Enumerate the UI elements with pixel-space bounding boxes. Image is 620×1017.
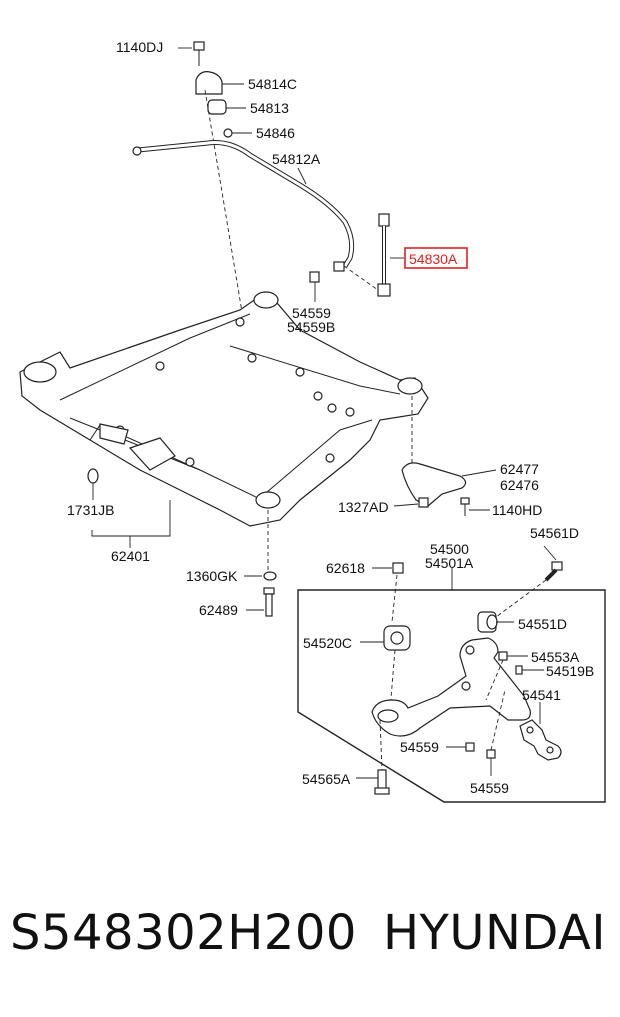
- label-54559b: 54559B: [287, 319, 335, 335]
- suspension-parts-diagram: 1140DJ 54814C 54813 54846 54812A 54830A …: [19, 39, 606, 803]
- bushing-54520c: [360, 625, 411, 711]
- lower-control-arm: [371, 637, 531, 737]
- label-1731jb: 1731JB: [67, 502, 114, 518]
- label-54551d: 54551D: [518, 616, 567, 632]
- label-54830a[interactable]: 54830A: [409, 251, 458, 267]
- label-54541: 54541: [522, 687, 561, 703]
- label-1140dj: 1140DJ: [116, 39, 163, 55]
- label-54812a: 54812A: [272, 151, 321, 167]
- stabilizer-bar: [132, 140, 355, 268]
- ball-joint-54541: [519, 702, 562, 761]
- footer: S548302H200 HYUNDAI: [0, 905, 620, 985]
- label-54561d: 54561D: [530, 525, 579, 541]
- stabilizer-bracket-stack: [178, 41, 252, 331]
- brand-name: HYUNDAI: [382, 905, 606, 961]
- nuts-54559-lower: [446, 689, 506, 776]
- subframe-mount-bolt: [244, 510, 277, 617]
- label-1360gk: 1360GK: [186, 568, 238, 584]
- label-54519b: 54519B: [546, 663, 594, 679]
- label-54559-low: 54559: [470, 780, 509, 796]
- lower-arm-assembly-frame: [297, 568, 606, 803]
- nut-62618: [372, 562, 404, 623]
- label-54500: 54500: [430, 541, 469, 557]
- label-54501a: 54501A: [425, 555, 474, 571]
- label-54813: 54813: [250, 100, 289, 116]
- label-54565a: 54565A: [302, 771, 351, 787]
- stabilizer-link: [309, 213, 404, 302]
- label-54553a: 54553A: [531, 649, 580, 665]
- bushing-54551d: [477, 545, 563, 633]
- grommet-1731jb: [87, 468, 99, 500]
- label-54559-mid: 54559: [400, 739, 439, 755]
- bolt-54565a: [356, 719, 390, 795]
- bolts-54553a-54519b: [485, 651, 544, 701]
- subframe-crossmember: [19, 291, 429, 548]
- label-62477: 62477: [500, 461, 539, 477]
- label-54814c: 54814C: [248, 76, 297, 92]
- label-1327ad: 1327AD: [338, 499, 389, 515]
- label-54846: 54846: [256, 125, 295, 141]
- label-54559-top: 54559: [292, 305, 331, 321]
- rear-mount-bracket: [393, 396, 497, 516]
- label-54520c: 54520C: [303, 635, 352, 651]
- highlight-box-54830a: [404, 247, 468, 269]
- label-1140hd: 1140HD: [492, 502, 542, 518]
- part-number: S548302H200: [10, 905, 357, 961]
- label-62618: 62618: [326, 560, 365, 576]
- label-62489: 62489: [199, 602, 238, 618]
- label-62476: 62476: [500, 477, 539, 493]
- label-62401: 62401: [111, 548, 150, 564]
